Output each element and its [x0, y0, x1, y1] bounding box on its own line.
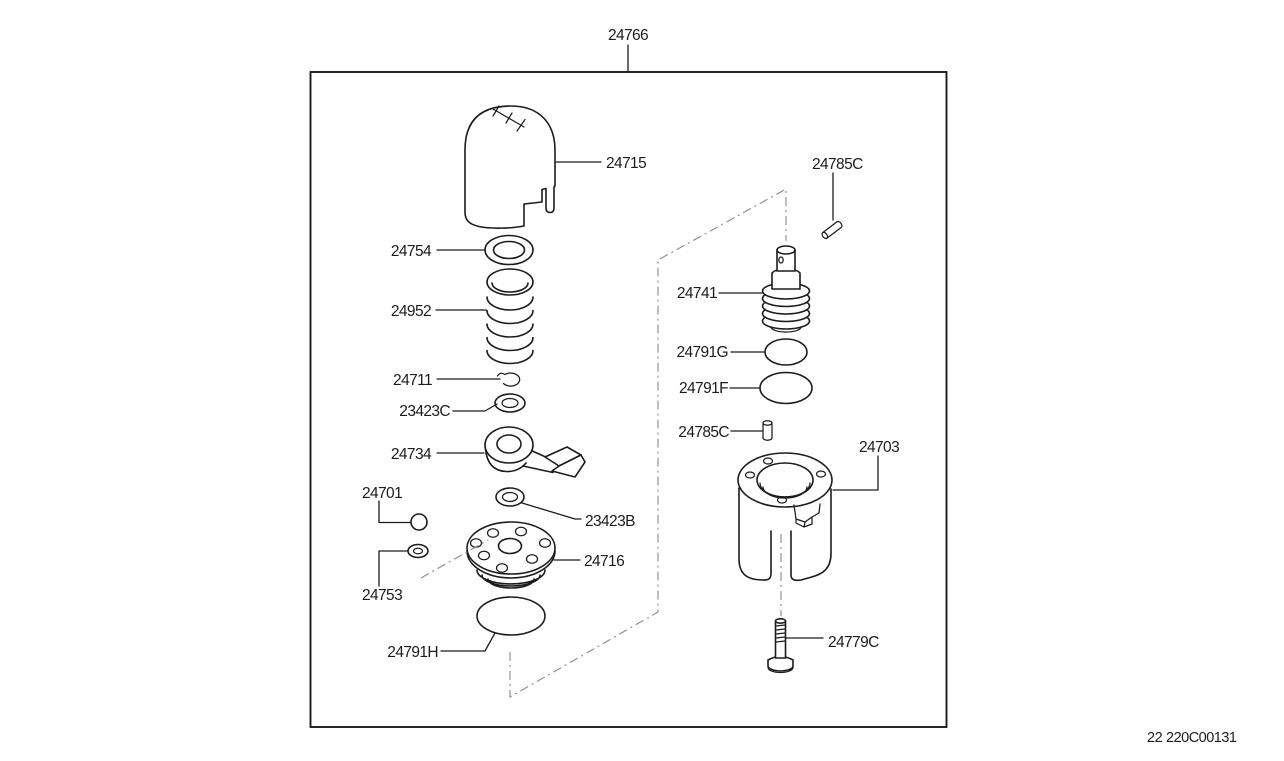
label-pin-upper: 24785C	[812, 156, 863, 173]
leader-washer-lower	[521, 502, 582, 520]
leader-gasket-plate	[440, 632, 496, 652]
axis-main	[509, 188, 787, 698]
housing-flange-holes	[744, 457, 827, 504]
part-housing	[737, 452, 833, 582]
part-knob-washer	[484, 234, 534, 266]
part-spring	[486, 268, 534, 365]
label-shift-knob: 24715	[606, 155, 646, 172]
lever-boss-hole	[496, 434, 522, 454]
label-washer-lower: 23423B	[585, 513, 635, 530]
plate-side-edge	[466, 550, 556, 579]
knob-washer-inner	[492, 240, 526, 260]
label-knob-washer: 24754	[391, 243, 432, 260]
label-control-plug: 24741	[677, 285, 717, 302]
lever-boss-side	[484, 448, 527, 473]
label-pin-lower: 24785C	[678, 424, 729, 441]
pin-upper-end	[821, 231, 829, 240]
housing-body-left	[738, 487, 772, 581]
bolt-shank-top	[774, 617, 787, 624]
part-select-lever	[484, 426, 586, 478]
leader-housing	[832, 455, 879, 491]
pin-lower-body	[762, 422, 773, 441]
part-control-plug	[761, 245, 811, 333]
plug-threads	[761, 282, 811, 330]
plate-flange-rings	[476, 569, 546, 589]
label-cover-plate: 24716	[584, 553, 624, 570]
knob-washer-outer	[484, 234, 534, 266]
label-gasket-plate: 24791H	[387, 644, 438, 661]
small-washer-inner	[412, 547, 424, 555]
washer-upper-outer	[494, 393, 526, 413]
housing-flange-top	[737, 452, 833, 508]
part-shift-knob	[464, 105, 556, 229]
part-pin-upper	[821, 220, 843, 240]
leader-washer-upper	[452, 403, 498, 412]
label-small-washer: 24753	[362, 587, 402, 604]
bolt-head-rim	[767, 666, 794, 674]
bolt-shank	[774, 620, 787, 659]
part-bolt	[767, 617, 794, 674]
spring-coils	[486, 296, 534, 365]
plug-stem-notch	[778, 256, 784, 264]
assembly-axis-lines	[420, 188, 787, 698]
part-gasket-large	[759, 371, 813, 405]
bolt-threads	[775, 624, 786, 643]
lever-handle-side	[551, 454, 586, 478]
part-ball	[410, 513, 428, 531]
plug-collar	[771, 268, 801, 290]
part-cover-plate	[466, 521, 556, 589]
small-washer-outer	[407, 543, 429, 559]
part-gasket-plate	[476, 596, 546, 636]
leader-ball	[378, 500, 411, 524]
housing-tab	[793, 503, 821, 528]
shift-knob-outline	[464, 105, 556, 229]
part-small-washer	[407, 543, 429, 559]
footer-code: 22 220C00131	[1147, 730, 1237, 746]
leader-small-washer	[378, 550, 408, 587]
label-bolt: 24779C	[828, 634, 879, 651]
label-select-lever: 24734	[391, 446, 432, 463]
plug-stem-top	[776, 245, 796, 255]
diagram-frame	[309, 71, 948, 728]
label-snap-pin: 24711	[393, 372, 432, 389]
housing-body-right	[790, 488, 832, 582]
plate-center-hole	[497, 537, 523, 555]
label-spring: 24952	[391, 303, 431, 320]
label-housing: 24703	[859, 439, 899, 456]
washer-lower-inner	[501, 491, 519, 503]
part-gasket-small	[764, 338, 808, 366]
part-washer-lower	[495, 487, 525, 507]
pin-lower-top	[762, 420, 773, 426]
pin-upper-body	[822, 220, 843, 239]
washer-lower-outer	[495, 487, 525, 507]
part-snap-pin	[496, 372, 521, 387]
leader-lines	[378, 44, 879, 652]
footer-figure-code: 220C00131	[1166, 730, 1237, 746]
plug-tip-chamfer	[770, 326, 802, 333]
part-pin-lower	[762, 420, 773, 441]
snap-pin-shape	[496, 372, 521, 387]
spring-top-opening	[491, 282, 529, 293]
label-washer-upper: 23423C	[399, 403, 450, 420]
label-ball: 24701	[362, 485, 402, 502]
label-gasket-large: 24791F	[679, 380, 728, 397]
label-frame: 24766	[608, 27, 648, 44]
shift-pattern-glyph	[492, 105, 526, 132]
label-gasket-small: 24791G	[676, 344, 728, 361]
axis-plate-pointer	[420, 539, 489, 579]
plate-bolt-holes	[469, 526, 552, 573]
spring-top-coil	[486, 268, 534, 296]
washer-upper-inner	[501, 397, 519, 409]
part-washer-upper	[494, 393, 526, 413]
part-labels: 24766 24715 24754 24952 24711 23423C 247…	[362, 27, 900, 661]
footer-sheet-number: 22	[1147, 730, 1163, 746]
